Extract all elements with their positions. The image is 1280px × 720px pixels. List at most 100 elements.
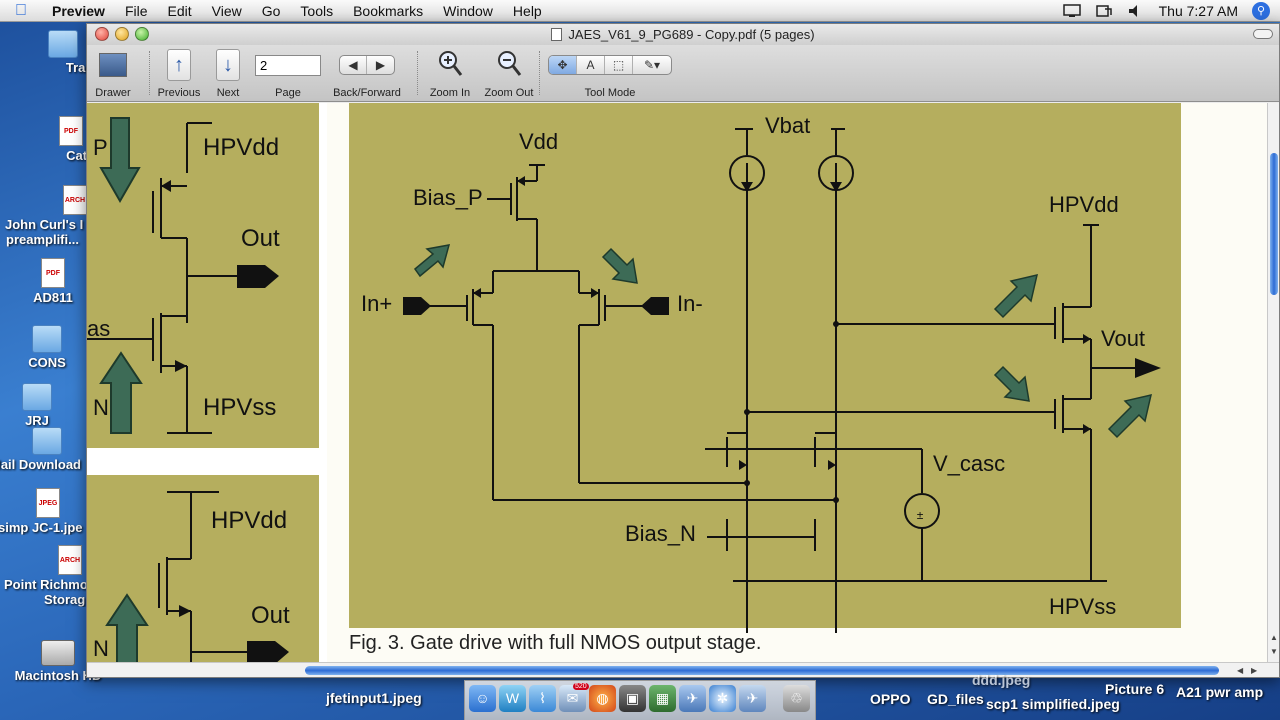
desktop-icon-jrj[interactable]: JRJ (0, 383, 92, 428)
utility-icon[interactable]: ▣ (619, 685, 646, 712)
scroll-down-arrow-icon[interactable]: ▼ (1270, 647, 1278, 656)
thumbnail-page-2[interactable]: HPVdd Out N (87, 475, 319, 664)
close-button[interactable] (95, 27, 109, 41)
desktop-file-label[interactable]: A21 pwr amp (1176, 684, 1264, 700)
scroll-left-arrow-icon[interactable]: ◀ (1237, 666, 1244, 675)
menu-edit[interactable]: Edit (167, 2, 192, 19)
vertical-scrollbar[interactable]: ▲ ▼ (1267, 103, 1279, 664)
dock: ☺ W ⌇ ✉ 520 ◍ ▣ ▦ ✈ ✲ ✈ ♲ (464, 680, 816, 720)
desktop-icon-john-curl[interactable]: ARCH John Curl's I preamplifi... (0, 185, 110, 247)
zoom-out-button[interactable]: Zoom Out (485, 49, 533, 99)
desktop-file-label[interactable]: Picture 6 (1105, 681, 1165, 697)
apple-menu-icon[interactable]:  (0, 2, 42, 20)
menu-clock[interactable]: Thu 7:27 AM (1158, 3, 1238, 19)
desktop-icon-cons[interactable]: CONS (0, 325, 102, 370)
hard-disk-icon (41, 640, 75, 666)
menu-window[interactable]: Window (443, 2, 493, 19)
volume-icon[interactable] (1127, 4, 1145, 18)
next-button[interactable]: ↓ Next (216, 49, 240, 99)
thumb-arrow-down-icon (99, 117, 141, 204)
svg-text:±: ± (917, 508, 924, 522)
desktop-icon-catalog[interactable]: PDF Catalo (16, 116, 126, 163)
desktop-file-label[interactable]: GD_files (927, 691, 984, 707)
label-hpvdd: HPVdd (1049, 192, 1119, 217)
document-view[interactable]: ± Vdd Vbat Bias_P In+ In- HPVdd Vout V_c… (327, 103, 1269, 664)
sync-icon[interactable] (1095, 4, 1113, 18)
menu-file[interactable]: File (124, 2, 148, 19)
zoom-button[interactable] (135, 27, 149, 41)
zoom-in-button[interactable]: Zoom In (430, 49, 470, 99)
vertical-scroll-thumb[interactable] (1270, 153, 1278, 295)
scroll-up-arrow-icon[interactable]: ▲ (1270, 633, 1278, 642)
previous-button[interactable]: ↑ Previous (158, 49, 200, 99)
arrow-down-icon: ↓ (216, 49, 240, 81)
zoom-in-label: Zoom In (429, 87, 471, 99)
desktop-icon-simp-jc1[interactable]: JPEG simp JC-1.jpe (0, 488, 104, 535)
move-tool-icon[interactable]: ✥ (549, 56, 577, 74)
menu-app-preview[interactable]: Preview (52, 2, 105, 19)
display-icon[interactable] (1062, 4, 1081, 18)
scroll-right-arrow-icon[interactable]: ▶ (1251, 666, 1258, 675)
label-v-casc: V_casc (933, 451, 1005, 476)
firefox-icon[interactable]: ◍ (589, 685, 616, 712)
toolbar: Drawer ↑ Previous ↓ Next Page ◀ ▶ Back/F… (87, 45, 1279, 102)
desktop-file-label[interactable]: scp1 simplified.jpeg (986, 696, 1120, 712)
desktop-file-label[interactable]: OPPO (870, 691, 911, 707)
minimize-button[interactable] (115, 27, 129, 41)
select-tool-icon[interactable]: ⬚ (605, 56, 633, 74)
desktop-file-label[interactable]: ddd.jpeg (972, 672, 1031, 688)
desktop-icon-mail-downloads[interactable]: Mail Download (0, 427, 100, 472)
desktop-icon-label: simp JC-1.jpe (0, 520, 83, 535)
calculator-icon[interactable]: ▦ (649, 685, 676, 712)
desktop-icon-label-line2: Storag (44, 592, 86, 607)
figure-caption: Fig. 3. Gate drive with full NMOS output… (349, 632, 762, 654)
zoom-out-label: Zoom Out (484, 87, 534, 99)
menu-tools[interactable]: Tools (300, 2, 334, 19)
tool-mode-control[interactable]: ✥ A ⬚ ✎▾ Tool Mode (548, 49, 672, 99)
folder-icon (48, 30, 78, 58)
toolbar-separator (417, 51, 418, 95)
desktop-icon-ad811[interactable]: PDF AD811 (0, 258, 108, 305)
thumb-label-hpvdd: HPVdd (211, 507, 287, 534)
mail-icon[interactable]: ✉ (559, 685, 586, 712)
thumb-label-out: Out (251, 602, 290, 629)
menu-help[interactable]: Help (512, 2, 542, 19)
menu-view[interactable]: View (211, 2, 242, 19)
thumb-label-out: Out (241, 225, 280, 252)
page-number-input[interactable] (255, 55, 321, 76)
back-arrow-icon[interactable]: ◀ (340, 56, 368, 74)
drawer-button[interactable]: Drawer (95, 49, 131, 99)
safari-icon[interactable]: ✲ (709, 685, 736, 712)
photo-icon[interactable]: ✈ (739, 685, 766, 712)
finder-icon[interactable]: ☺ (469, 685, 496, 712)
menu-go[interactable]: Go (261, 2, 281, 19)
horizontal-scrollbar[interactable]: ◀ ▶ (87, 662, 1279, 677)
toolbar-toggle-button[interactable] (1253, 29, 1273, 39)
dashboard-icon[interactable]: W (499, 685, 526, 712)
horizontal-scroll-thumb[interactable] (305, 666, 1219, 675)
window-title-bar[interactable]: JAES_V61_9_PG689 - Copy.pdf (5 pages) (87, 24, 1279, 45)
spotlight-icon[interactable]: ⚲ (1252, 2, 1270, 20)
forward-arrow-icon[interactable]: ▶ (375, 58, 386, 72)
figure-3-schematic: ± Vdd Vbat Bias_P In+ In- HPVdd Vout V_c… (349, 103, 1181, 664)
menu-bookmarks[interactable]: Bookmarks (353, 2, 424, 19)
desktop-icon-macintosh-hd[interactable]: Macintosh HD (3, 640, 113, 683)
desktop-icon-label: AD811 (33, 290, 73, 305)
next-label: Next (216, 87, 240, 99)
text-tool-icon[interactable]: A (577, 56, 605, 74)
label-bias-n: Bias_N (625, 521, 696, 546)
figure-background (349, 103, 1181, 628)
thumbnail-page-1[interactable]: P HPVdd Out as N HPVss (87, 103, 319, 448)
thumbnail-drawer[interactable]: P HPVdd Out as N HPVss (87, 103, 327, 664)
thumbnail-pages: P HPVdd Out as N HPVss (87, 103, 319, 664)
trash-icon[interactable]: ♲ (783, 685, 810, 712)
preview-icon[interactable]: ✈ (679, 685, 706, 712)
desktop-file-label[interactable]: jfetinput1.jpeg (326, 690, 422, 706)
pdf-document-icon (551, 28, 563, 41)
annotate-tool-icon[interactable]: ✎▾ (643, 58, 661, 72)
widgets-icon[interactable]: ⌇ (529, 685, 556, 712)
desktop-icon-point-richmond[interactable]: ARCH Point Richmo Storag (0, 545, 110, 607)
gate-drive-arrow-icon (1107, 393, 1153, 439)
back-forward-control[interactable]: ◀ ▶ Back/Forward (333, 49, 401, 99)
gate-drive-arrow-icon (601, 247, 638, 284)
